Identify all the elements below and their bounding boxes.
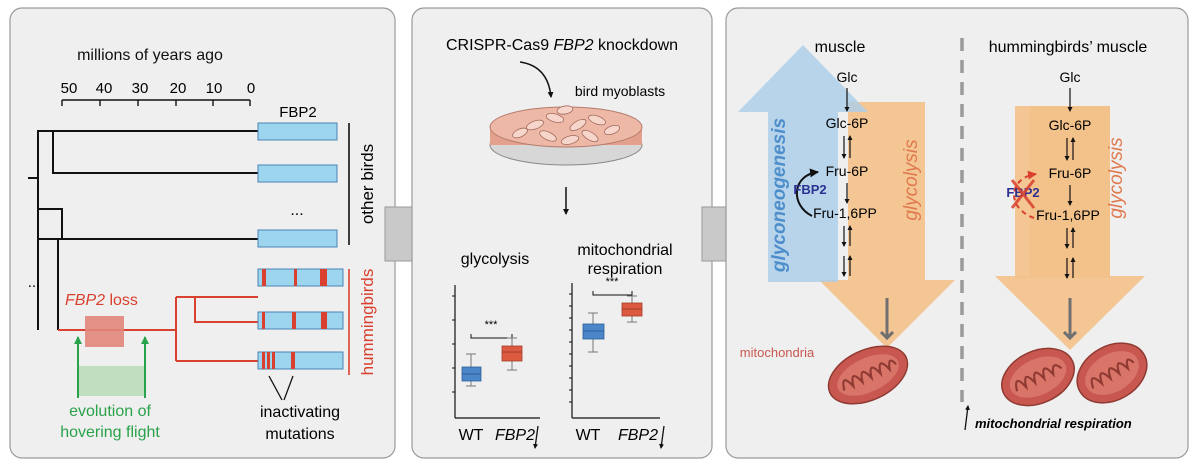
other-birds-label: other birds: [358, 144, 377, 224]
inactivating-label: inactivating: [260, 404, 340, 421]
gluconeogenesis-arrow: [738, 45, 868, 282]
mitochondrion-icon: [1001, 347, 1075, 407]
x-label-wt: WT: [459, 427, 484, 444]
petri-dish: [489, 105, 643, 166]
mutation-marks: [262, 269, 327, 369]
cross-icon: [1010, 179, 1036, 209]
phylogeny-tree-hummingbirds: [58, 296, 258, 362]
glycolysis-label: glycolysis: [1106, 137, 1127, 219]
tick-label: 10: [206, 80, 223, 97]
tick-label: 40: [96, 80, 113, 97]
fbp2-loss-label: FBP2 loss: [65, 292, 138, 309]
evolution-label: evolution of: [69, 403, 151, 420]
axis-title: millions of years ago: [77, 47, 223, 64]
hovering-flight-bar: [78, 366, 145, 396]
pointer-line: [283, 375, 294, 401]
enzyme-fbp2: FBP2: [793, 182, 826, 197]
tick-label: 0: [247, 80, 255, 97]
gene-bars-hummingbirds: [257, 268, 344, 370]
chart-mito-respiration: ***: [569, 276, 660, 419]
evolution-label: hovering flight: [60, 424, 160, 441]
gene-label: FBP2: [279, 104, 317, 121]
x-label-wt: WT: [576, 427, 601, 444]
glycolysis-arrow: [819, 102, 955, 348]
metabolite-glc6p: Glc-6P: [826, 115, 869, 131]
metabolite-fru16pp: Fru-1,6PP: [1036, 207, 1100, 223]
metabolite-glc: Glc: [837, 69, 858, 85]
phylogeny-tree-other-birds: [28, 130, 258, 330]
mito-respiration-label: mitochondrial respiration: [975, 416, 1132, 431]
glycolysis-label: glycolysis: [901, 139, 922, 221]
up-arrow-small: [964, 405, 970, 431]
metabolite-fru6p: Fru-6P: [1049, 165, 1092, 181]
down-arrow-small: [659, 425, 665, 449]
hummingbird-muscle-title: hummingbirds’ muscle: [989, 39, 1148, 56]
gene-bars-other-birds: [257, 122, 338, 248]
panel-knockdown: [411, 7, 713, 459]
x-label-fbp2: FBP2: [618, 427, 658, 444]
metabolite-glc: Glc: [1060, 69, 1081, 85]
experiment-title: CRISPR-Cas9 FBP2 knockdown: [446, 37, 678, 54]
metabolite-fru6p: Fru-6P: [826, 163, 869, 179]
muscle-title: muscle: [815, 39, 866, 56]
down-arrow-small: [533, 425, 539, 449]
mitochondrion-icon: [827, 345, 909, 405]
curved-arrow: [519, 61, 554, 98]
ellipsis-tree: ...: [28, 274, 41, 291]
fbp2-loss-marker: [85, 316, 124, 347]
chart-right-title: mitochondrial: [577, 242, 672, 259]
mitochondrion-icon: [1076, 342, 1148, 404]
metabolite-fru16pp: Fru-1,6PP: [813, 205, 877, 221]
chart-left-title: glycolysis: [461, 251, 529, 268]
chart-glycolysis: ***: [452, 285, 540, 419]
metabolite-glc6p: Glc-6P: [1049, 117, 1092, 133]
inactivating-label: mutations: [265, 426, 334, 443]
mitochondria-label: mitochondria: [740, 345, 815, 360]
time-ticks: [61, 100, 251, 106]
pathway-hummingbird: Glc Glc-6P Fru-6P Fru-1,6PP FBP2: [1006, 69, 1100, 279]
hummingbirds-label: hummingbirds: [358, 269, 377, 376]
significance-mark: ***: [606, 276, 620, 288]
tick-label: 20: [170, 80, 187, 97]
significance-mark: ***: [485, 319, 499, 331]
chart-right-title: respiration: [588, 261, 663, 278]
dish-label: bird myoblasts: [575, 83, 665, 99]
tick-label: 30: [132, 80, 149, 97]
pathway-normal: Glc Glc-6P Fru-6P Fru-1,6PP FBP2: [793, 69, 877, 277]
ellipsis-rows: ...: [290, 202, 303, 219]
pointer-line: [268, 375, 283, 401]
gluconeogenesis-label: glyconeogenesis: [769, 118, 790, 273]
glycolysis-arrow-body: [1015, 106, 1110, 278]
x-label-fbp2: FBP2: [495, 427, 535, 444]
tick-label: 50: [61, 80, 78, 97]
